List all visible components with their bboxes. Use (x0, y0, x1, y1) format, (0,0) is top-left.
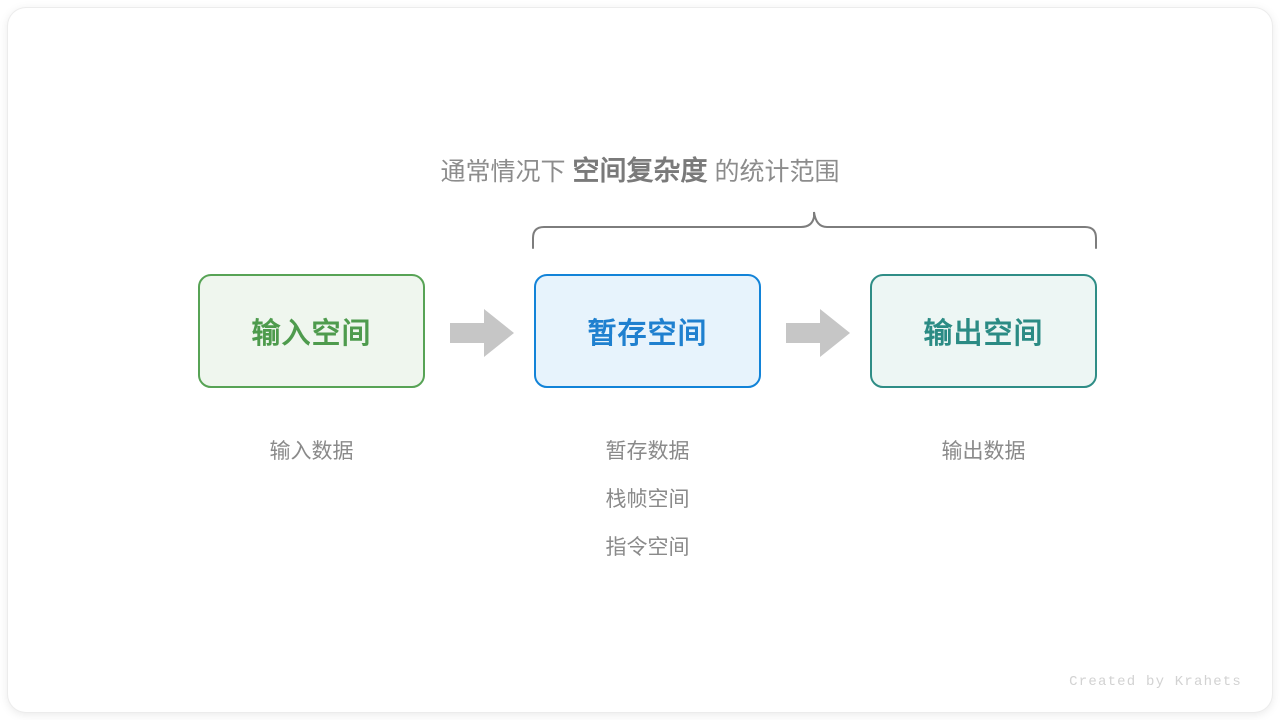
caption-line: 输出数据 (941, 440, 1026, 463)
brace-svg (532, 211, 1097, 249)
diagram-title: 通常情况下空间复杂度的统计范围 (8, 153, 1272, 190)
caption-line: 栈帧空间 (605, 488, 690, 511)
node-temp-space-label: 暂存空间 (587, 318, 708, 350)
caption-line: 指令空间 (605, 536, 690, 559)
arrow-1-svg (450, 309, 514, 357)
scope-brace (518, 198, 1118, 273)
node-output-space[interactable]: 输出空间 (870, 274, 1097, 388)
caption-output: 输出数据 (870, 428, 1097, 476)
title-prefix: 通常情况下 (440, 158, 566, 186)
diagram-canvas: 通常情况下空间复杂度的统计范围 输入空间 暂存空间 输出空间 输入数据 暂存数据… (8, 8, 1272, 712)
caption-line: 输入数据 (269, 440, 354, 463)
node-input-space[interactable]: 输入空间 (198, 274, 425, 388)
brace-path (532, 211, 1097, 249)
arrow-2-svg (786, 309, 850, 357)
caption-temp: 暂存数据 栈帧空间 指令空间 (534, 428, 761, 572)
footer-credit: Created by Krahets (1069, 674, 1242, 690)
title-emphasis: 空间复杂度 (572, 156, 708, 186)
title-suffix: 的统计范围 (714, 158, 840, 186)
node-output-space-label: 输出空间 (923, 318, 1044, 350)
caption-line: 暂存数据 (605, 440, 690, 463)
arrow-right-icon (786, 309, 850, 357)
arrow-right-icon (450, 309, 514, 357)
node-input-space-label: 输入空间 (251, 318, 372, 350)
caption-input: 输入数据 (198, 428, 425, 476)
node-temp-space[interactable]: 暂存空间 (534, 274, 761, 388)
